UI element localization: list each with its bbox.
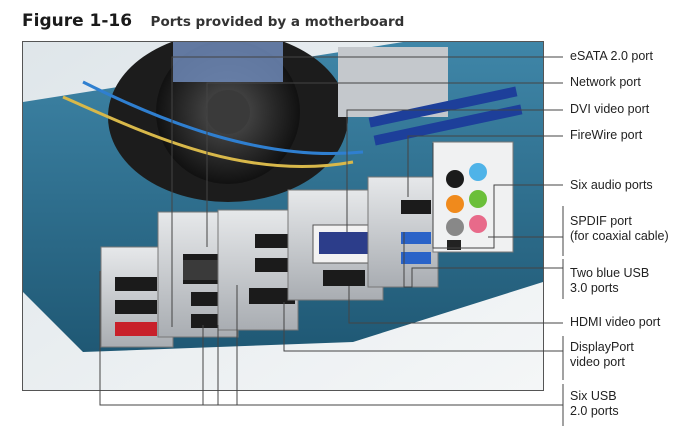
- label-spdif: SPDIF port (for coaxial cable): [570, 214, 669, 244]
- label-usb3-line1: Two blue USB: [570, 266, 650, 280]
- label-displayport-line1: DisplayPort: [570, 340, 634, 354]
- usb-displayport-stack: [217, 209, 299, 331]
- figure-number: Figure 1-16: [22, 11, 133, 31]
- label-spdif-line1: SPDIF port: [570, 214, 632, 228]
- label-esata: eSATA 2.0 port: [570, 49, 653, 63]
- label-usb2-line2: 2.0 ports: [570, 404, 619, 418]
- leader-esata: [171, 56, 563, 327]
- leader-firewire: [407, 135, 563, 197]
- ram-slot: [373, 104, 523, 146]
- label-hdmi: HDMI video port: [570, 315, 661, 329]
- label-usb2-line1: Six USB: [570, 389, 617, 403]
- dvi-hdmi-stack: [287, 189, 384, 301]
- audio-panel: [432, 141, 514, 253]
- firewire-usb3-stack: [367, 176, 439, 288]
- label-usb3-line2: 3.0 ports: [570, 281, 619, 295]
- leader-usb3: [403, 232, 563, 288]
- figure-title: Figure 1-16 Ports provided by a motherbo…: [22, 11, 404, 31]
- label-usb2: Six USB 2.0 ports: [570, 389, 619, 419]
- label-audio: Six audio ports: [570, 178, 653, 192]
- label-spdif-line2: (for coaxial cable): [570, 229, 669, 243]
- motherboard-photo: [22, 41, 544, 391]
- leader-audio: [432, 143, 563, 249]
- figure-caption: Ports provided by a motherboard: [150, 14, 405, 30]
- ram-slot: [368, 86, 518, 128]
- label-displayport: DisplayPort video port: [570, 340, 634, 370]
- leader-dvi: [346, 109, 563, 232]
- cpu-cooler: [62, 42, 364, 202]
- label-displayport-line2: video port: [570, 355, 625, 369]
- label-network: Network port: [570, 75, 641, 89]
- leader-network: [206, 82, 563, 247]
- label-usb3: Two blue USB 3.0 ports: [570, 266, 649, 296]
- label-dvi: DVI video port: [570, 102, 650, 116]
- leader-usb2: [99, 271, 563, 406]
- leader-displayport: [283, 302, 563, 352]
- leader-hdmi: [348, 286, 563, 324]
- label-firewire: FireWire port: [570, 128, 643, 142]
- motherboard-illustration: [23, 42, 543, 390]
